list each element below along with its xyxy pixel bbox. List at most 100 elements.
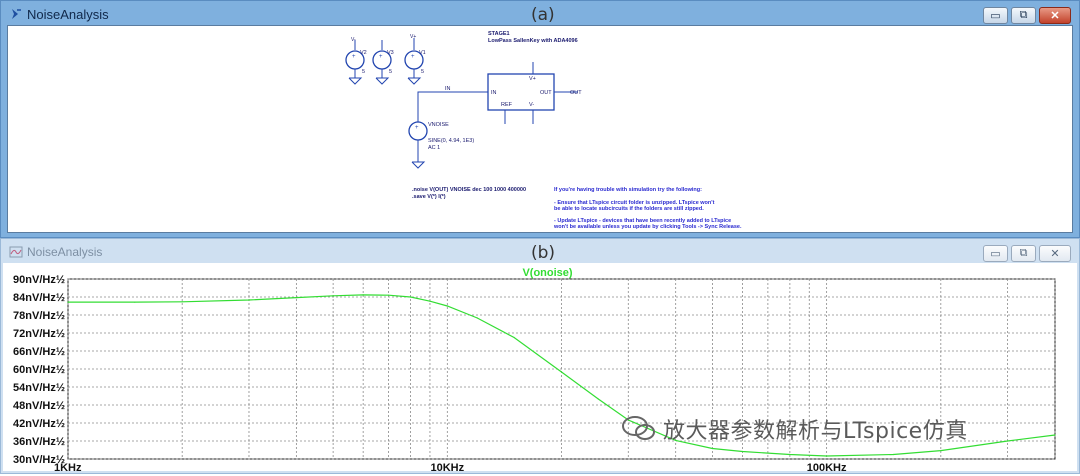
note-line: If you're having trouble with simulation… [554,187,702,193]
data-point [362,294,364,296]
y-tick-label: 78nV/Hz½ [13,310,65,322]
data-point [181,301,183,303]
y-tick-label: 72nV/Hz½ [13,328,65,340]
minimize-icon: ▭ [990,248,1001,260]
input-net[interactable]: IN + VNOISE SINE(0, 4.94, 1E3) AC 1 [408,86,488,169]
pin-ref: REF [501,102,513,108]
y-tick-label: 30nV/Hz½ [13,454,65,466]
window-title: NoiseAnalysis [27,245,103,259]
stage-subtitle: LowPass SallenKey with ADA4096 [488,38,578,44]
schematic-drawing: + V2 5 V- + V3 5 + [345,31,742,230]
schematic-window: NoiseAnalysis (a) ▭ ⧉ ✕ + V2 5 V- [0,0,1080,238]
source-node: V- [351,37,356,43]
wechat-icon [622,416,655,440]
close-icon: ✕ [1050,248,1060,260]
note-line: won't be available unless you update by … [553,224,742,230]
data-point [429,300,431,302]
data-point [295,297,297,299]
data-point [892,453,895,456]
x-tick-label: 100KHz [807,462,847,471]
source-name: V2 [360,50,367,56]
noise-directive: .noise V(OUT) VNOISE dec 100 1000 400000 [412,187,526,193]
minimize-button[interactable]: ▭ [983,7,1008,24]
data-point [826,455,828,457]
maximize-icon: ⧉ [1019,9,1028,21]
title-bar[interactable]: NoiseAnalysis (a) ▭ ⧉ ✕ [1,1,1079,27]
maximize-button[interactable]: ⧉ [1011,245,1036,262]
pin-in: IN [491,90,497,96]
data-point [476,317,478,319]
y-tick-label: 54nV/Hz½ [13,382,65,394]
data-point [409,296,412,298]
window-title: NoiseAnalysis [27,7,109,22]
minimize-icon: ▭ [990,10,1001,22]
x-tick-label: 1KHz [54,462,82,471]
y-tick-label: 36nV/Hz½ [13,436,65,448]
data-point [387,294,390,296]
chart-title: V(onoise) [522,267,572,279]
data-point [597,398,599,400]
data-point [134,301,136,303]
maximize-button[interactable]: ⧉ [1011,7,1036,24]
voltage-source-v3[interactable]: + V3 5 [372,40,394,85]
voltage-source-v2[interactable]: + V2 5 V- [345,37,367,85]
title-bar[interactable]: NoiseAnalysis (b) ▭ ⧉ ✕ [1,239,1079,265]
opamp-subcircuit-block[interactable]: IN OUT V+ REF V- OUT [487,62,582,124]
panel-label: (a) [531,5,555,25]
y-tick-label: 90nV/Hz½ [13,274,65,286]
panel-label: (b) [531,243,556,263]
stage-title: STAGE1 [488,31,510,37]
data-point [560,371,563,373]
y-tick-label: 60nV/Hz½ [13,364,65,376]
maximize-icon: ⧉ [1019,247,1028,259]
voltage-source-v1[interactable]: + V1 5 V+ [404,34,426,85]
data-point [248,299,250,301]
save-directive: .save V(*) I(*) [412,194,446,200]
ltspice-icon [12,9,21,19]
svg-text:+: + [352,54,356,60]
data-point [940,450,942,452]
svg-text:+: + [379,54,383,60]
note-line: - Ensure that LTspice circuit folder is … [554,200,715,206]
svg-text:+: + [415,125,419,131]
data-point [675,439,677,441]
data-point [789,453,791,456]
data-point [1054,434,1056,436]
watermark: 放大器参数解析与LTspice仿真 [621,413,968,445]
vnoise-name: VNOISE [428,122,449,128]
close-button[interactable]: ✕ [1039,245,1071,262]
y-tick-label: 66nV/Hz½ [13,346,65,358]
source-value: 5 [389,69,392,75]
source-node: V+ [410,34,416,40]
schematic-canvas[interactable]: + V2 5 V- + V3 5 + [7,25,1073,233]
close-icon: ✕ [1050,10,1060,22]
note-line: be able to locate subcircuits if the fol… [554,206,704,212]
y-tick-label: 48nV/Hz½ [13,400,65,412]
x-tick-label: 10KHz [431,462,465,471]
y-tick-label: 42nV/Hz½ [13,418,65,430]
waveform-icon [9,246,23,258]
noise-chart[interactable]: 90nV/Hz½84nV/Hz½78nV/Hz½72nV/Hz½66nV/Hz½… [3,263,1077,474]
source-name: V1 [419,50,426,56]
data-point [711,447,714,450]
pin-vminus: V- [529,102,534,108]
data-point [1007,440,1009,442]
pin-vplus: V+ [529,76,536,82]
data-point [446,305,448,307]
data-point [67,301,69,303]
vnoise-value: SINE(0, 4.94, 1E3) [428,138,474,144]
data-point [332,295,334,297]
close-button[interactable]: ✕ [1039,7,1071,24]
pin-out: OUT [540,90,552,96]
help-note: If you're having trouble with simulation… [553,187,742,230]
minimize-button[interactable]: ▭ [983,245,1008,262]
source-name: V3 [387,50,394,56]
source-value: 5 [421,69,424,75]
source-value: 5 [362,69,365,75]
net-out-label: OUT [570,90,582,96]
data-point [513,336,515,339]
note-line: - Update LTspice - devices that have bee… [554,218,731,224]
data-point [741,450,744,453]
